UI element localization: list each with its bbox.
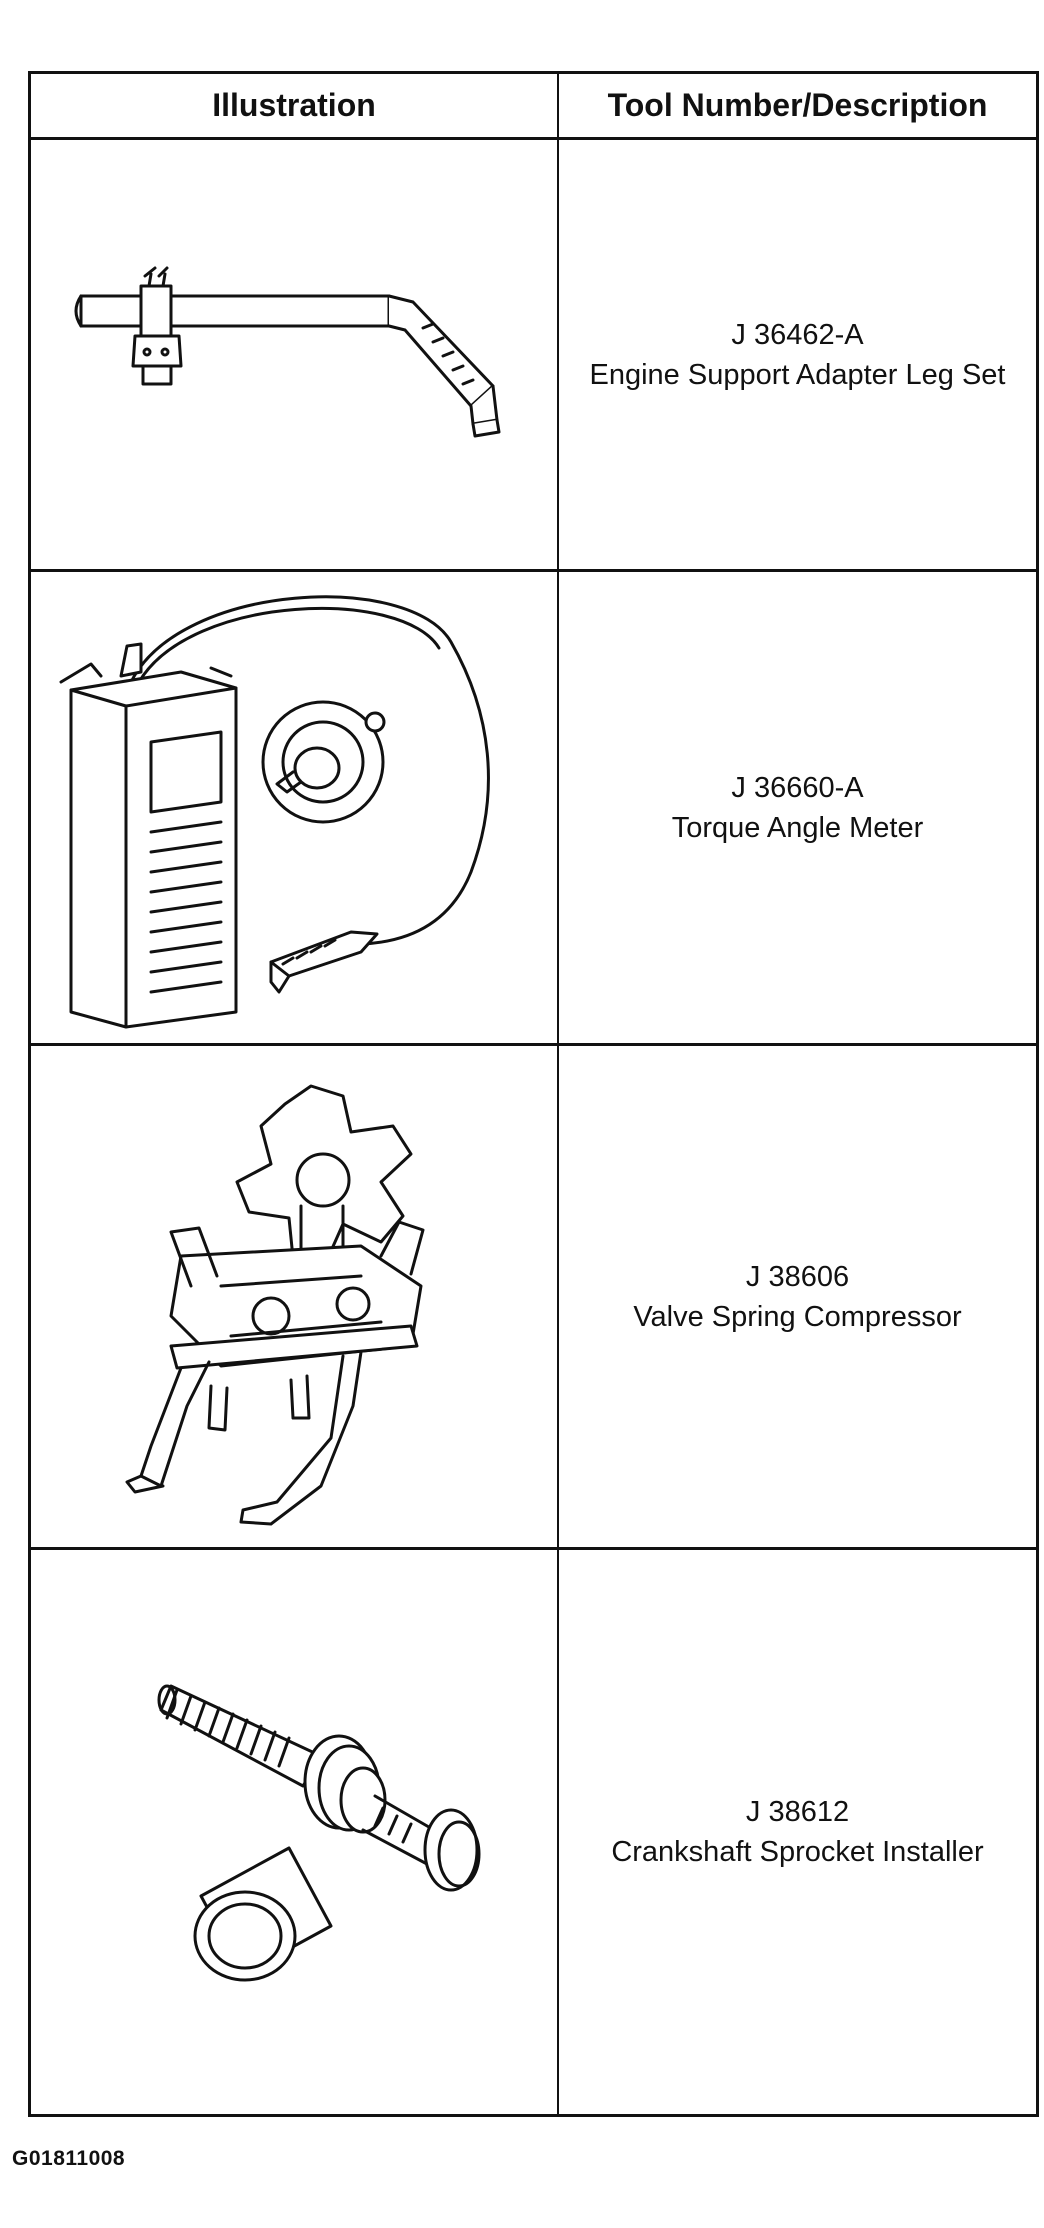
tool-description-cell: J 36660-A Torque Angle Meter [559,572,1036,1043]
tool-description: Valve Spring Compressor [633,1300,962,1333]
crankshaft-sprocket-installer-icon [31,1550,557,2114]
table-row: J 38612 Crankshaft Sprocket Installer [31,1550,1036,2114]
figure-code: G01811008 [12,2147,126,2170]
header-illustration: Illustration [212,87,376,123]
valve-spring-compressor-icon [31,1046,557,1547]
tool-number: J 38612 [745,1796,850,1828]
tool-number: J 38606 [745,1260,850,1293]
tool-number: J 36462-A [731,318,864,351]
torque-angle-meter-icon [31,572,557,1043]
tool-description-cell: J 38612 Crankshaft Sprocket Installer [559,1550,1036,2114]
tool-description: Engine Support Adapter Leg Set [589,358,1006,391]
table-row: J 36462-A Engine Support Adapter Leg Set [31,140,1036,572]
table-row: J 36660-A Torque Angle Meter [31,572,1036,1046]
tool-number: J 36660-A [731,771,864,804]
column-divider [557,74,559,2114]
tool-description-cell: J 38606 Valve Spring Compressor [559,1046,1036,1547]
header-tool-number: Tool Number/Description [607,87,988,123]
tool-description-cell: J 36462-A Engine Support Adapter Leg Set [559,140,1036,569]
table-row: J 38606 Valve Spring Compressor [31,1046,1036,1550]
tool-description: Torque Angle Meter [671,811,924,844]
table-header: Illustration Tool Number/Description [31,74,1036,140]
tool-description: Crankshaft Sprocket Installer [611,1836,984,1868]
engine-support-adapter-icon [31,140,557,569]
tool-table: Illustration Tool Number/Description [28,71,1039,2117]
